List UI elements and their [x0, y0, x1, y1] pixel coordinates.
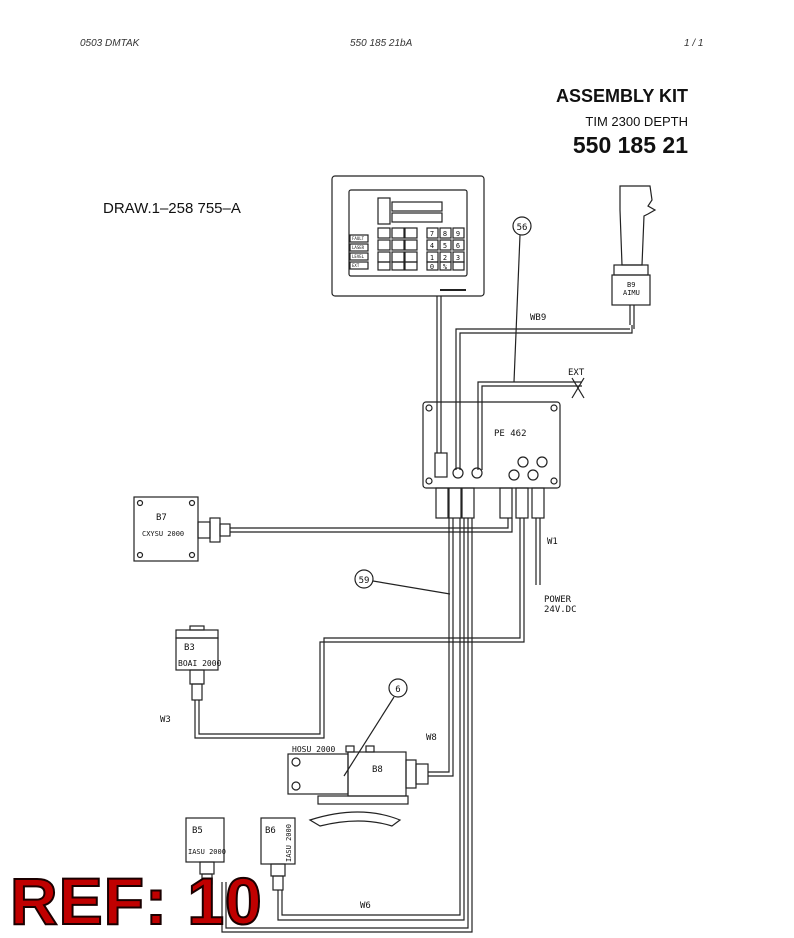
callout-59-label: 59 — [359, 576, 370, 586]
b8-label: B8 — [372, 765, 383, 775]
b6-label: B6 — [265, 826, 276, 836]
callout-6-label: 6 — [395, 685, 400, 695]
display-key-6: 6 — [456, 242, 460, 250]
b3-model: BOAI 2000 — [178, 659, 222, 668]
b6-model: IASU 2000 — [285, 824, 293, 862]
ext-label: EXT — [568, 368, 585, 378]
pe462-connectors — [435, 487, 545, 519]
b5-model: IASU 2000 — [188, 848, 226, 856]
power-voltage: 24V.DC — [544, 605, 577, 615]
display-key-1: 1 — [430, 254, 434, 262]
sensor-b3 — [175, 625, 219, 701]
joystick-label: B9 — [627, 281, 635, 289]
junction-box-label: PE 462 — [494, 429, 527, 439]
part-number: 550 185 21 — [572, 132, 688, 158]
reference-stamp: REF: 10 — [9, 864, 263, 938]
display-key-9: 9 — [456, 230, 460, 238]
display-side-key-fault: FAULT — [352, 236, 365, 241]
display-side-key-ext: EXT — [352, 263, 360, 268]
drawing-reference: DRAW.1–258 755–A — [103, 200, 241, 217]
junction-box-pe462 — [422, 401, 561, 489]
callout-56-circle — [512, 216, 532, 236]
b7-label: B7 — [156, 513, 167, 523]
display-key-7: 7 — [430, 230, 434, 238]
display-key-3: 3 — [456, 254, 460, 262]
joystick-b9 — [611, 185, 657, 329]
assembly-title: ASSEMBLY KIT — [555, 86, 688, 106]
display-key-2: 2 — [443, 254, 447, 262]
b7-model: CXYSU 2000 — [142, 530, 184, 538]
sensor-b6 — [260, 817, 296, 891]
sensor-b5 — [185, 817, 225, 885]
display-key-8: 8 — [443, 230, 447, 238]
b3-label: B3 — [184, 643, 195, 653]
display-keypad-labels: 7 8 9 4 5 6 1 2 3 0% — [430, 230, 460, 271]
header-document-number: 550 185 21bA — [350, 38, 413, 49]
power-label: POWER — [544, 595, 572, 605]
display-side-key-laser: LASER — [352, 245, 365, 250]
header-page-number: 1 / 1 — [684, 38, 704, 49]
sensor-b7 — [133, 496, 231, 562]
b5-label: B5 — [192, 826, 203, 836]
header-left-code: 0503 DMTAK — [80, 38, 140, 49]
callout-6-circle — [388, 678, 408, 698]
cable-label-w1: W1 — [547, 537, 558, 547]
actuator-hosu-b8 — [287, 745, 429, 827]
display-key-5: 5 — [443, 242, 447, 250]
joystick-model: AIMU — [623, 289, 640, 297]
cable-label-w6: W6 — [360, 901, 371, 911]
display-side-key-level: LEVEL — [352, 254, 365, 259]
cable-label-wb9: WB9 — [530, 313, 546, 323]
display-key-percent: % — [443, 263, 448, 271]
display-key-0: 0 — [430, 263, 434, 271]
hosu-label: HOSU 2000 — [292, 745, 336, 754]
display-key-4: 4 — [430, 242, 434, 250]
display-side-key-labels: FAULT LASER LEVEL EXT — [352, 236, 365, 268]
cable-label-w3: W3 — [160, 715, 171, 725]
callout-56-label: 56 — [517, 223, 528, 233]
callout-59-circle — [354, 569, 374, 589]
display-unit — [331, 175, 485, 297]
assembly-subtitle: TIM 2300 DEPTH — [585, 114, 688, 129]
cable-label-w8: W8 — [426, 733, 437, 743]
